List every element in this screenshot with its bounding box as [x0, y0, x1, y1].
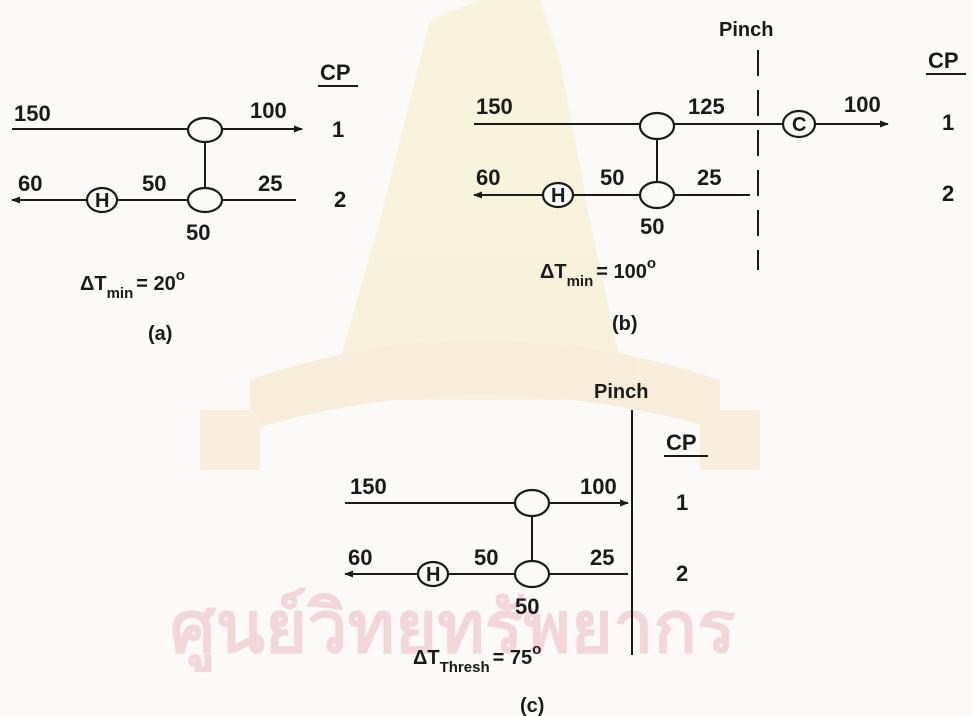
cooler-label-b: C: [792, 114, 806, 136]
cp-2-b: 2: [942, 181, 954, 206]
delta-t-c: ΔTThresh= 75o: [413, 641, 541, 676]
cold-mid-temp-c: 50: [474, 545, 498, 570]
panel-label-a: (a): [148, 323, 172, 345]
exchanger-bottom-a: [186, 186, 224, 214]
cold-in-temp-a: 25: [258, 171, 282, 196]
cp-1-b: 1: [942, 110, 954, 135]
panel-label-b: (b): [612, 313, 638, 335]
heater-label-c: H: [426, 564, 440, 586]
cold-out-temp-c: 60: [348, 545, 372, 570]
hot-in-temp-a: 150: [14, 101, 51, 126]
cp-1-c: 1: [676, 490, 688, 515]
heater-c: [416, 560, 450, 588]
cold-in-temp-b: 25: [697, 165, 721, 190]
cold-mid-temp-b: 50: [600, 165, 624, 190]
exchanger-top-c: [513, 488, 551, 518]
cold-out-temp-b: 60: [476, 165, 500, 190]
hot-in-temp-c: 150: [350, 474, 387, 499]
cp-2-a: 2: [334, 187, 346, 212]
heater-b: [541, 181, 575, 209]
cooler-b: [781, 109, 817, 139]
panel-c: Pinch CP 150 100 1 60 50 25 2 50 H ΔTThr…: [344, 381, 708, 716]
exchanger-bottom-c: [513, 559, 551, 589]
hot-out-temp-c: 100: [580, 474, 617, 499]
panel-label-c: (c): [520, 695, 544, 716]
cp-header-a: CP: [320, 60, 351, 85]
cold-mid-temp-a: 50: [142, 171, 166, 196]
exchanger-temp-c: 50: [515, 594, 539, 619]
cold-out-temp-a: 60: [18, 171, 42, 196]
panel-b: Pinch CP 150 125 100 1 C 60 50 25 2 50 H…: [473, 19, 966, 335]
cp-2-c: 2: [676, 561, 688, 586]
exchanger-temp-a: 50: [186, 220, 210, 245]
pinch-label-b: Pinch: [719, 19, 773, 41]
hot-in-temp-b: 150: [476, 94, 513, 119]
panel-a: CP 150 100 1 60 50 25 2 50 H ΔTmin= 20o …: [11, 60, 358, 345]
cp-header-b: CP: [928, 48, 959, 73]
cp-header-c: CP: [666, 430, 697, 455]
exchanger-top-a: [186, 116, 224, 144]
pinch-label-c: Pinch: [594, 381, 648, 403]
hot-out-temp-a: 100: [250, 98, 287, 123]
exchanger-top-b: [638, 111, 676, 141]
delta-t-a: ΔTmin= 20o: [80, 267, 185, 302]
hot-out-temp-b: 100: [844, 92, 881, 117]
cp-1-a: 1: [332, 117, 344, 142]
heater-label-a: H: [95, 190, 109, 212]
hot-mid-temp-b: 125: [688, 94, 725, 119]
exchanger-temp-b: 50: [640, 214, 664, 239]
delta-t-b: ΔTmin= 100o: [540, 255, 656, 290]
heater-a: [85, 186, 119, 214]
heater-label-b: H: [551, 185, 565, 207]
cold-in-temp-c: 25: [590, 545, 614, 570]
exchanger-bottom-b: [638, 180, 676, 210]
